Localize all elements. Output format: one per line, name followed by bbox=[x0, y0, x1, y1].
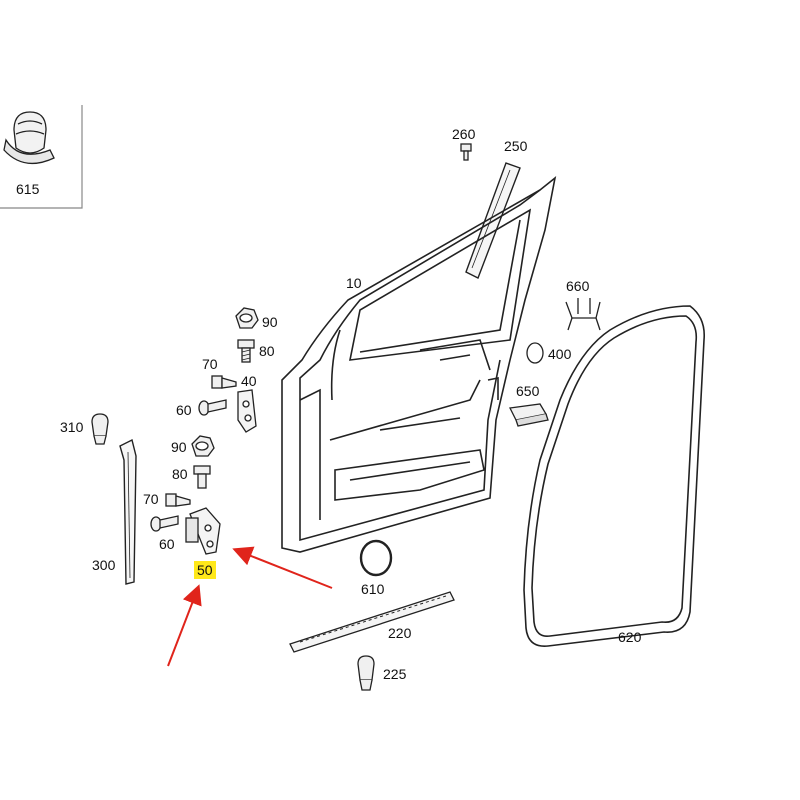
screw-70-upper-icon bbox=[211, 375, 237, 389]
label-660: 660 bbox=[566, 278, 590, 294]
label-90-lower: 90 bbox=[171, 439, 187, 455]
ring-400-icon bbox=[526, 342, 544, 364]
label-70-lower: 70 bbox=[143, 491, 159, 507]
door-seal-620-icon bbox=[523, 305, 706, 647]
screw-60-lower-icon bbox=[150, 515, 179, 532]
label-220: 220 bbox=[388, 625, 412, 641]
bracket-660-icon bbox=[565, 298, 601, 331]
bolt-260-icon bbox=[460, 143, 472, 161]
red-arrow-bottom bbox=[167, 584, 202, 667]
strip-300-icon bbox=[119, 438, 137, 585]
label-70-upper: 70 bbox=[202, 356, 218, 372]
hinge-50-icon bbox=[185, 507, 221, 555]
clip-310-icon bbox=[91, 413, 109, 445]
label-225: 225 bbox=[383, 666, 407, 682]
red-arrow-right bbox=[232, 546, 333, 589]
stud-80-lower-icon bbox=[193, 465, 211, 489]
label-610: 610 bbox=[361, 581, 385, 597]
hinge-40-icon bbox=[237, 389, 257, 433]
nut-90-upper-icon bbox=[235, 307, 259, 329]
label-310: 310 bbox=[60, 419, 84, 435]
grommet-615-icon bbox=[3, 111, 55, 165]
label-40: 40 bbox=[241, 373, 257, 389]
label-260: 260 bbox=[452, 126, 476, 142]
label-50-highlighted: 50 bbox=[194, 561, 216, 579]
clip-650-icon bbox=[509, 403, 549, 427]
stud-80-upper-icon bbox=[237, 339, 255, 363]
label-620: 620 bbox=[618, 629, 642, 645]
label-80-upper: 80 bbox=[259, 343, 275, 359]
label-10: 10 bbox=[346, 275, 362, 291]
label-400: 400 bbox=[548, 346, 572, 362]
label-250: 250 bbox=[504, 138, 528, 154]
clip-225-icon bbox=[357, 655, 375, 691]
inset-frame bbox=[0, 105, 83, 209]
label-300: 300 bbox=[92, 557, 116, 573]
label-60-lower: 60 bbox=[159, 536, 175, 552]
door-shell-10-icon bbox=[281, 176, 557, 553]
screw-70-lower-icon bbox=[165, 493, 191, 507]
label-60-upper: 60 bbox=[176, 402, 192, 418]
label-615: 615 bbox=[16, 181, 40, 197]
ring-610-icon bbox=[359, 539, 393, 577]
sill-strip-220-icon bbox=[289, 591, 455, 653]
label-90-upper: 90 bbox=[262, 314, 278, 330]
screw-60-upper-icon bbox=[198, 399, 227, 416]
label-80-lower: 80 bbox=[172, 466, 188, 482]
label-650: 650 bbox=[516, 383, 540, 399]
nut-90-lower-icon bbox=[191, 435, 215, 457]
